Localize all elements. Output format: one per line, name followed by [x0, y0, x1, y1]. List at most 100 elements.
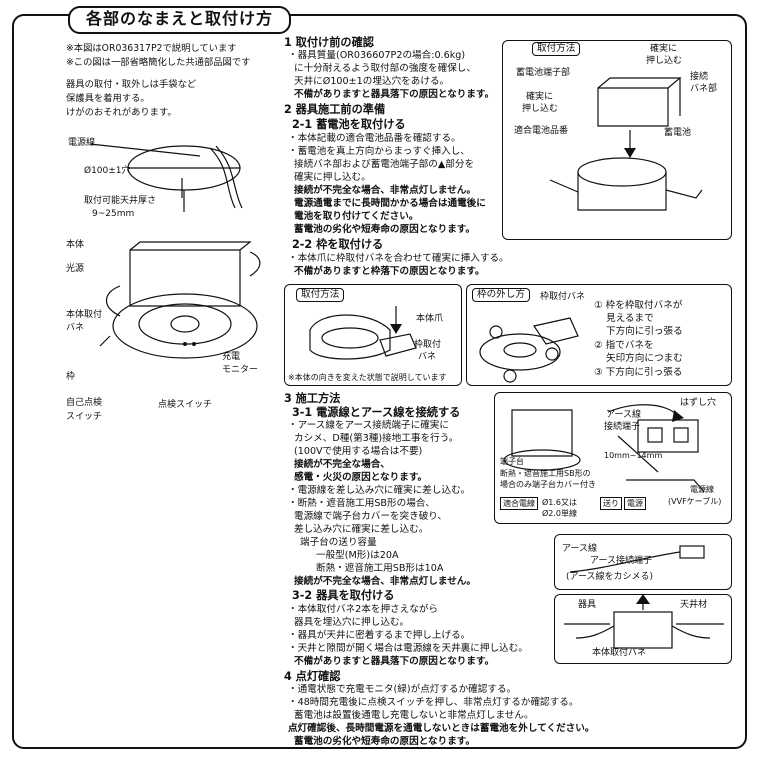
frame-box-caption: ※本体の向きを変えた状態で説明しています: [288, 373, 447, 382]
section3-line: 差し込み穴に確実に差し込む。: [294, 524, 429, 535]
section3-sub1: 3-1 電源線とアース線を接続する: [292, 406, 461, 419]
section1-line: に十分耐えるよう取付部の強度を確保し、: [294, 63, 476, 74]
section4-line: ・48時間充電後に点検スイッチを押し、非常点灯するか確認する。: [288, 697, 579, 708]
removal-spring-label: 枠取付バネ: [540, 292, 586, 302]
section2-sub2: 2-2 枠を取付ける: [292, 238, 384, 251]
release-hole-label: はずし穴: [680, 398, 717, 408]
body-label: 本体: [66, 240, 85, 250]
capacity-2: 断熱・遮音施工用SB形は10A: [316, 563, 444, 574]
note-common: ※この図は一部省略簡化した共通部品図です: [66, 57, 251, 68]
frame-box-label: 取付方法: [296, 288, 345, 302]
section3-warning: 不備がありますと器具落下の原因となります。: [294, 656, 495, 667]
section1-line: 天井にØ100±1の埋込穴をあける。: [294, 76, 450, 87]
hole-diameter-label: Ø100±1穴: [84, 166, 131, 176]
section3-line: カシメ、D種(第3種)接地工事を行う。: [294, 433, 459, 444]
battery-firmly-push-1: 確実に: [650, 44, 678, 54]
power-label: 電源: [624, 497, 646, 510]
caution-line-1: 器具の取付・取外しは手袋など: [66, 79, 197, 90]
mount-spring-label-2: バネ: [66, 323, 85, 333]
note-model: ※本図はOR036317P2で説明しています: [66, 43, 237, 54]
terminal-note-2: 場合のみ端子台カバー付き: [500, 480, 596, 489]
frame-removal-diagram: [479, 317, 579, 383]
section3-sub2: 3-2 器具を取付ける: [292, 589, 395, 602]
earth-box-wire-label: アース線: [562, 544, 598, 554]
section2-line: ・本体爪に枠取付バネを合わせて確実に挿入する。: [288, 253, 509, 264]
earth-wire-label: アース線: [606, 410, 642, 420]
battery-firmly-push-4: 押し込む: [522, 104, 559, 114]
frame-spring-label-1: 枠取付: [414, 340, 442, 350]
section3-line: ・天井と隙間が開く場合は電源線を天井裏に押し込む。: [288, 643, 528, 654]
connection-spring-2: バネ部: [690, 84, 718, 94]
section3-bold: 感電・火災の原因となります。: [294, 472, 428, 483]
power-wire-label: 電源線: [68, 138, 96, 148]
removal-step2a: ② 指でバネを: [594, 340, 654, 351]
section2-bold: 接続が不完全な場合、非常点灯しません。: [294, 185, 476, 196]
wiring-box: [494, 392, 732, 524]
light-source-label: 光源: [66, 264, 85, 274]
removal-box-label: 枠の外し方: [472, 288, 530, 302]
earth-terminal-label: 接続端子: [604, 422, 641, 432]
earth-crimp-diagram: [569, 545, 705, 573]
battery-firmly-push-2: 押し込む: [646, 56, 683, 66]
frame-install-diagram: [309, 306, 417, 360]
self-check-label-1: 自己点検: [66, 398, 103, 408]
section3-bold: 接続が不完全な場合、: [294, 459, 390, 470]
battery-firmly-push-3: 確実に: [526, 92, 554, 102]
section4-line: ・通電状態で充電モニタ(緑)が点灯するか確認する。: [288, 684, 517, 695]
ceiling-hole-diagram: [89, 143, 243, 212]
power-wire-label-1: 電源線: [690, 485, 714, 494]
install-fixture-label: 器具: [578, 600, 597, 610]
section2-sub1: 2-1 蓄電池を取付ける: [292, 118, 406, 131]
terminal-note-1: 断熱・遮音施工用SB形の: [500, 469, 591, 478]
capacity-1: 一般型(M形)は20A: [316, 550, 399, 561]
section3-line: ・電源線を差し込み穴に確実に差し込む。: [288, 485, 471, 496]
section3-line: ・アース線をアース接続端子に確実に: [288, 420, 449, 431]
section3-line: ・本体取付バネ2本を押さえながら: [288, 604, 439, 615]
section4-bold: 蓄電池の劣化や短寿命の原因となります。: [294, 736, 476, 747]
section2-bold: 電池を取り付けてください。: [294, 211, 419, 222]
section2-line: 確実に押し込む。: [294, 172, 371, 183]
battery-model-label: 適合電池品番: [514, 126, 569, 136]
removal-step3: ③ 下方向に引っ張る: [594, 367, 683, 378]
charge-monitor-label-1: 充電: [222, 352, 241, 362]
wiring-diagram: [503, 404, 705, 493]
wire-spec-2: Ø2.0単線: [542, 509, 578, 518]
capacity-label: 端子台の送り容量: [300, 537, 377, 548]
section2-warning: 不備がありますと枠落下の原因となります。: [294, 266, 485, 277]
caution-line-3: けがのおそれがあります。: [66, 107, 177, 118]
section2-bold: 電源通電までに長時間かかる場合は通電後に: [294, 198, 486, 209]
feed-label: 送り: [600, 497, 622, 510]
section2-bold: 蓄電池の劣化や短寿命の原因となります。: [294, 224, 476, 235]
removal-step1b: 見えるまで: [606, 313, 654, 324]
battery-install-box: [502, 40, 732, 240]
wire-spec-1: Ø1.6又は: [542, 498, 578, 507]
section3-line: ・器具が天井に密着するまで押し上げる。: [288, 630, 471, 641]
section3-line: ・断熱・遮音施工用SB形の場合、: [288, 498, 435, 509]
section4-bold: 点灯確認後、長時間電源を通電しないときは蓄電池を外してください。: [288, 723, 595, 734]
page-title: 各部のなまえと取付け方: [68, 6, 292, 34]
battery-diagram: [549, 77, 703, 211]
wire-spec-label: 適合電線: [500, 497, 538, 510]
section3-heading: 3 施工方法: [284, 392, 341, 405]
connection-spring-1: 接続: [690, 72, 709, 82]
section3-line: 器具を埋込穴に押し込む。: [294, 617, 410, 628]
section1-line: ・器具質量(OR036607P2の場合:0.6kg): [288, 50, 466, 61]
mount-spring-label-1: 本体取付: [66, 310, 103, 320]
removal-step1c: 下方向に引っ張る: [606, 326, 683, 337]
ceiling-thickness-range: 9~25mm: [92, 209, 135, 219]
frame-spring-label-2: バネ: [418, 352, 437, 362]
install-spring-label: 本体取付バネ: [592, 648, 647, 658]
strip-length-label: 10mm~14mm: [604, 451, 663, 460]
section1-heading: 1 取付け前の確認: [284, 36, 374, 49]
charge-monitor-label-2: モニター: [222, 365, 259, 375]
section3-bold2: 接続が不完全な場合、非常点灯しません。: [294, 576, 476, 587]
removal-step2b: 矢印方向につまむ: [606, 353, 683, 364]
ceiling-thickness-label: 取付可能天井厚さ: [84, 196, 157, 206]
earth-box-caption: (アース線をカシメる): [566, 572, 654, 582]
section2-line: 接続バネ部および蓄電池端子部の▲部分を: [294, 159, 475, 170]
earth-box-terminal-label: アース接続端子: [590, 556, 653, 566]
section3-line: 電源線で端子台カバーを突き破り、: [294, 511, 448, 522]
section2-line: ・本体記載の適合電池品番を確認する。: [288, 133, 461, 144]
check-switch-label: 点検スイッチ: [158, 400, 213, 410]
fixture-diagram: [99, 241, 261, 359]
